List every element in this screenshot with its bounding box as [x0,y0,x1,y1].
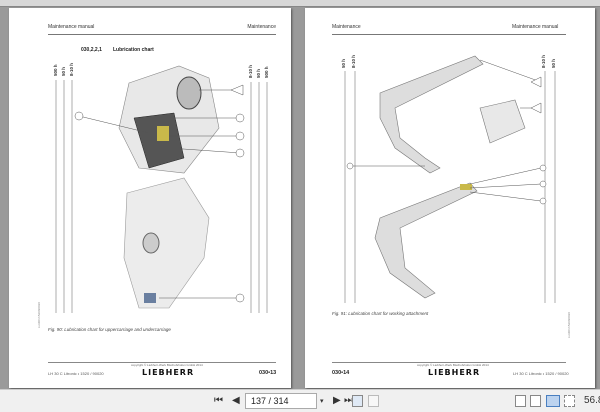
footer-rule [48,362,276,363]
liebherr-logo: LIEBHERR [142,368,195,377]
section-number: 030,2,2,1 [81,47,102,53]
previous-page-icon[interactable]: ◀ [232,395,240,406]
section-title: Lubrication chart [113,47,154,53]
side-code: LH30C/1520/90020 [37,301,41,328]
page-number: 030•13 [259,370,277,376]
next-page-icon[interactable]: ▶ [333,395,341,406]
single-page-icon[interactable] [515,395,526,407]
copyright: copyright © Liebherr-Werk Bischofshofen … [417,363,489,367]
page-number-input[interactable] [245,393,317,409]
header-left: Maintenance [332,24,361,30]
figure-caption: Fig. 91: Lubrication chart for working a… [332,311,429,316]
footer-model: LH 30 C Litronic • 1520 / 90020 [513,371,569,376]
figure-caption: Fig. 90: Lubrication chart for uppercarr… [48,327,171,332]
go-back-view-icon[interactable] [352,395,363,407]
last-page-icon[interactable]: ⏭ [344,395,353,406]
continuous-two-page-icon[interactable] [564,395,575,407]
liebherr-logo: LIEBHERR [428,368,481,377]
footer-rule [332,362,566,363]
go-forward-view-icon[interactable] [368,395,379,407]
page-number: 030•14 [332,370,350,376]
header-rule [48,34,276,35]
uppercarriage-illustration [55,65,268,313]
footer-model: LH 30 C Litronic • 1520 / 90020 [48,371,104,376]
left-page: Maintenance manual Maintenance 030,2,2,1… [9,8,291,388]
header-right: Maintenance [247,24,276,30]
zoom-level[interactable]: 56.8 [584,395,600,406]
right-page: Maintenance Maintenance manual 50 h 8-10… [305,8,595,388]
header-left: Maintenance manual [48,24,95,30]
page-dropdown-icon[interactable]: ▾ [320,398,324,405]
pdf-toolbar: ⏮ ◀ ▾ ▶ ⏭ 56.8 [0,389,600,412]
header-right: Maintenance manual [512,24,559,30]
header-rule [332,34,566,35]
top-strip [0,0,600,7]
copyright: copyright © Liebherr-Werk Bischofshofen … [131,363,203,367]
side-code: LH30C/1520/90020 [567,311,571,338]
two-page-icon[interactable] [546,395,560,407]
first-page-icon[interactable]: ⏮ [214,395,223,406]
continuous-page-icon[interactable] [530,395,541,407]
attachment-illustration [344,55,556,303]
